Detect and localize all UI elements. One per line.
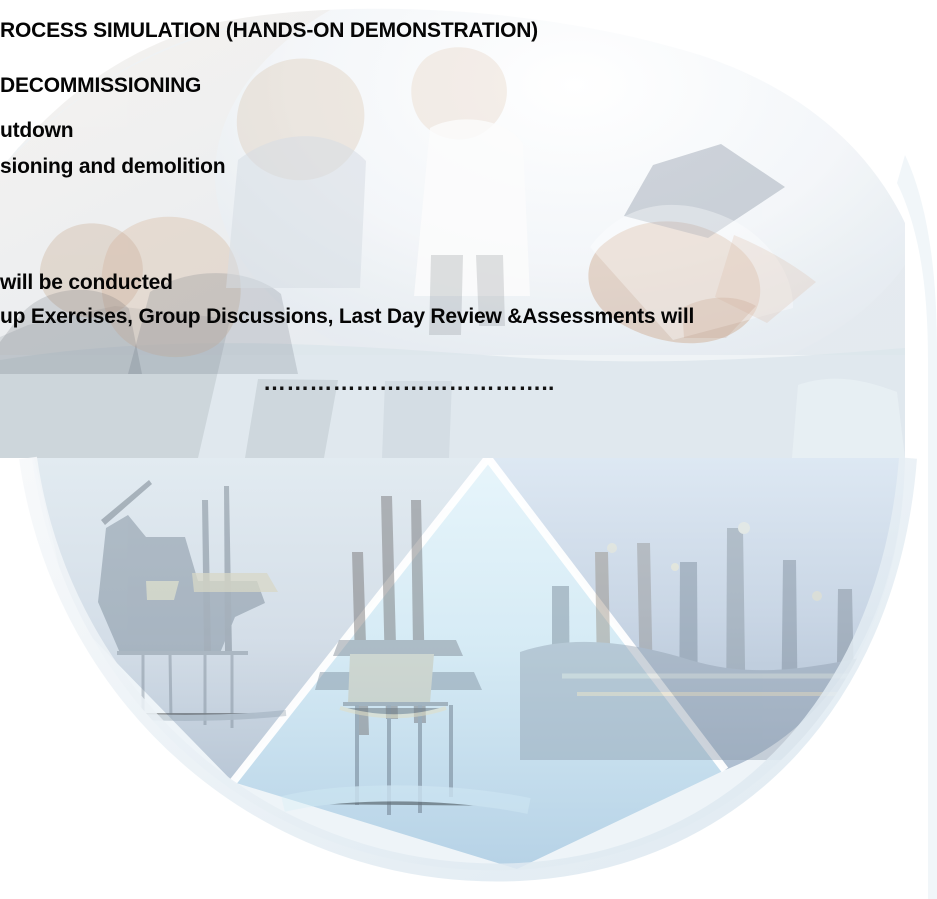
background-collage [0,8,937,899]
document-page: ROCESS SIMULATION (HANDS-ON DEMONSTRATIO… [0,8,937,899]
